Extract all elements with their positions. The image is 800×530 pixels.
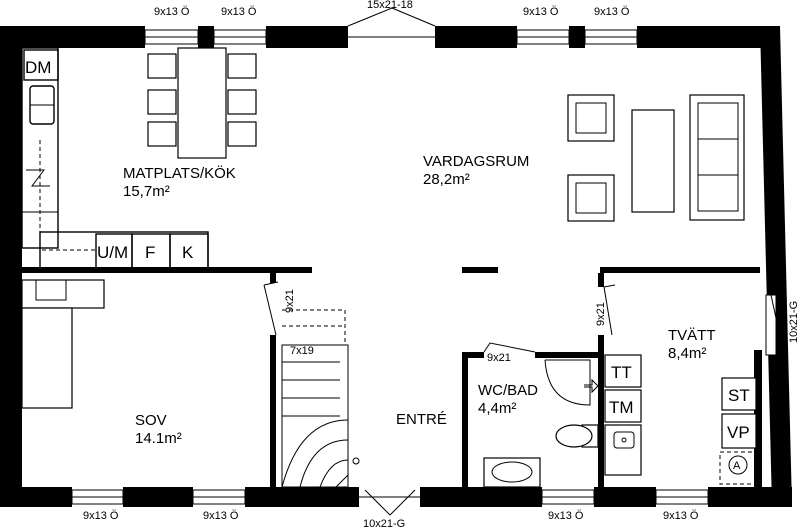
window-label-bottom-1: 9x13 Ö: [83, 510, 119, 522]
exterior-walls: [0, 26, 792, 507]
window-labels: 9x13 Ö 9x13 Ö 15x21-18 9x13 Ö 9x13 Ö 9x1…: [83, 0, 800, 530]
kitchen-area: 15,7m²: [123, 183, 170, 200]
dryer: [604, 354, 642, 388]
interior-walls: [22, 267, 762, 487]
living-furniture: [567, 94, 745, 222]
utility-label: A: [733, 460, 741, 472]
dining-table: [147, 47, 257, 159]
dishwasher: [23, 49, 59, 81]
armchair: [567, 174, 615, 222]
washing-machine-label: TM: [609, 398, 634, 417]
window-label-top-3: 9x13 Ö: [523, 6, 559, 18]
window-label-bottom-2: 9x13 Ö: [203, 510, 239, 522]
window-label-top-4: 9x13 Ö: [594, 6, 630, 18]
laundry-name: TVÄTT: [668, 327, 716, 344]
toilet: [555, 424, 593, 448]
armchair: [567, 94, 615, 142]
sofa: [689, 94, 745, 221]
door-label-right: 10x21-G: [788, 301, 800, 343]
window-label-bottom-4: 9x13 Ö: [663, 510, 699, 522]
bed: [21, 307, 73, 409]
door-labels: 9x21 9x21 9x21 7x19: [284, 289, 607, 364]
storage-unit: [721, 377, 757, 411]
bathroom-fixtures: [483, 342, 599, 488]
dryer-label: TT: [611, 363, 632, 382]
door-label-bathroom: 9x21: [487, 352, 511, 364]
door-label-laundry: 9x21: [595, 302, 607, 326]
bedroom-furniture: [21, 279, 279, 409]
living-name: VARDAGSRUM: [423, 153, 529, 170]
window-label-top-2: 9x13 Ö: [221, 6, 257, 18]
coffee-table: [631, 109, 675, 213]
bathroom-name: WC/BAD: [478, 382, 538, 399]
bedroom-name: SOV: [135, 412, 167, 429]
freezer-label: K: [182, 243, 194, 262]
door-label-closet: 7x19: [290, 345, 314, 357]
laundry-fixtures: [603, 284, 759, 485]
heat-pump-label: VP: [727, 423, 750, 442]
dishwasher-label: DM: [25, 58, 51, 77]
room-labels: MATPLATS/KÖK 15,7m² VARDAGSRUM 28,2m² SO…: [123, 153, 716, 447]
door-label-bottom: 10x21-G: [363, 518, 405, 530]
living-area: 28,2m²: [423, 171, 470, 188]
heat-pump: [721, 413, 757, 449]
windows: [71, 7, 785, 516]
laundry-sink: [604, 424, 642, 476]
entrance-name: ENTRÉ: [396, 411, 447, 428]
bathroom-area: 4,4m²: [478, 400, 516, 417]
utility-circle: [728, 455, 748, 475]
fridge-freezer-label: U/M: [97, 243, 128, 262]
laundry-area: 8,4m²: [668, 345, 706, 362]
storage-label: ST: [728, 386, 750, 405]
fridge-label: F: [145, 243, 155, 262]
staircase: [281, 309, 360, 488]
window-label-bottom-3: 9x13 Ö: [548, 510, 584, 522]
freezer-box: [169, 233, 209, 269]
kitchen-name: MATPLATS/KÖK: [123, 164, 236, 182]
washing-machine: [604, 389, 642, 423]
appliance-labels: DM U/M F K TT TM ST VP A: [25, 58, 750, 472]
kitchen-fixtures: [21, 47, 209, 269]
window-label-top-1: 9x13 Ö: [154, 6, 190, 18]
door-label-top: 15x21-18: [367, 0, 413, 11]
door-label-bedroom: 9x21: [284, 289, 296, 313]
bedroom-area: 14.1m²: [135, 430, 182, 447]
